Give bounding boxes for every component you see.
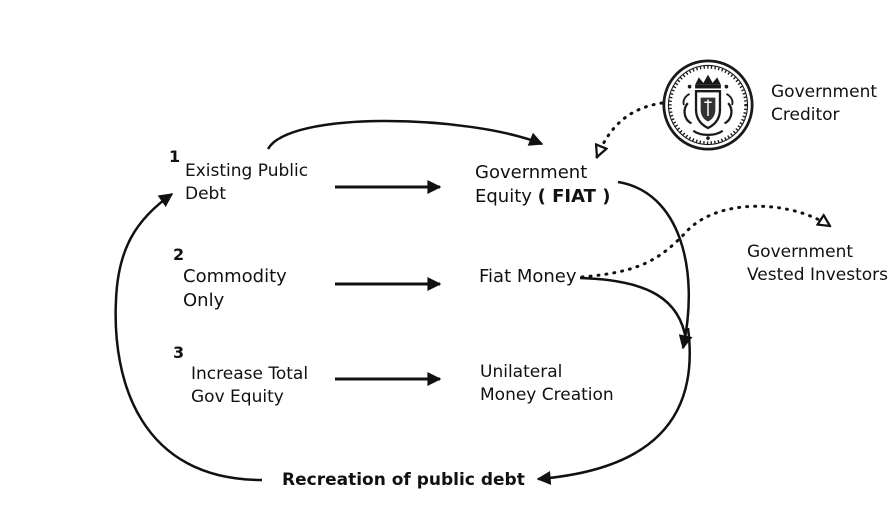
- step-label-increase-total-gov-equity: Increase Total Gov Equity: [191, 364, 309, 407]
- recreation-of-public-debt: Recreation of public debt: [282, 470, 525, 490]
- arc-debt-to-equity: [266, 119, 544, 150]
- outcome-fiat-money: Fiat Money: [479, 266, 577, 287]
- arc-fiat-to-right: [579, 276, 688, 341]
- outcome-government-equity: Government Equity ( FIAT ): [475, 162, 611, 207]
- step-number-1: 1: [169, 147, 181, 166]
- arc-to-recreation: [536, 327, 691, 485]
- arc-equity-down: [617, 180, 693, 350]
- government-creditor-label: Government Creditor: [771, 82, 878, 125]
- arc-recreation-to-debt: [114, 192, 263, 482]
- step-label-commodity-only: Commodity Only: [183, 266, 287, 311]
- dotted-fiat-to-investors: [580, 204, 830, 279]
- coin-seal-icon: [662, 59, 754, 151]
- step-number-3: 3: [173, 343, 185, 362]
- step-number-2: 2: [173, 245, 185, 264]
- dotted-creditor-to-equity: [597, 101, 664, 157]
- outcome-unilateral-money-creation: Unilateral Money Creation: [480, 362, 614, 405]
- step-label-existing-public-debt: Existing Public Debt: [185, 161, 309, 204]
- government-vested-investors-label: Government Vested Investors: [747, 242, 889, 285]
